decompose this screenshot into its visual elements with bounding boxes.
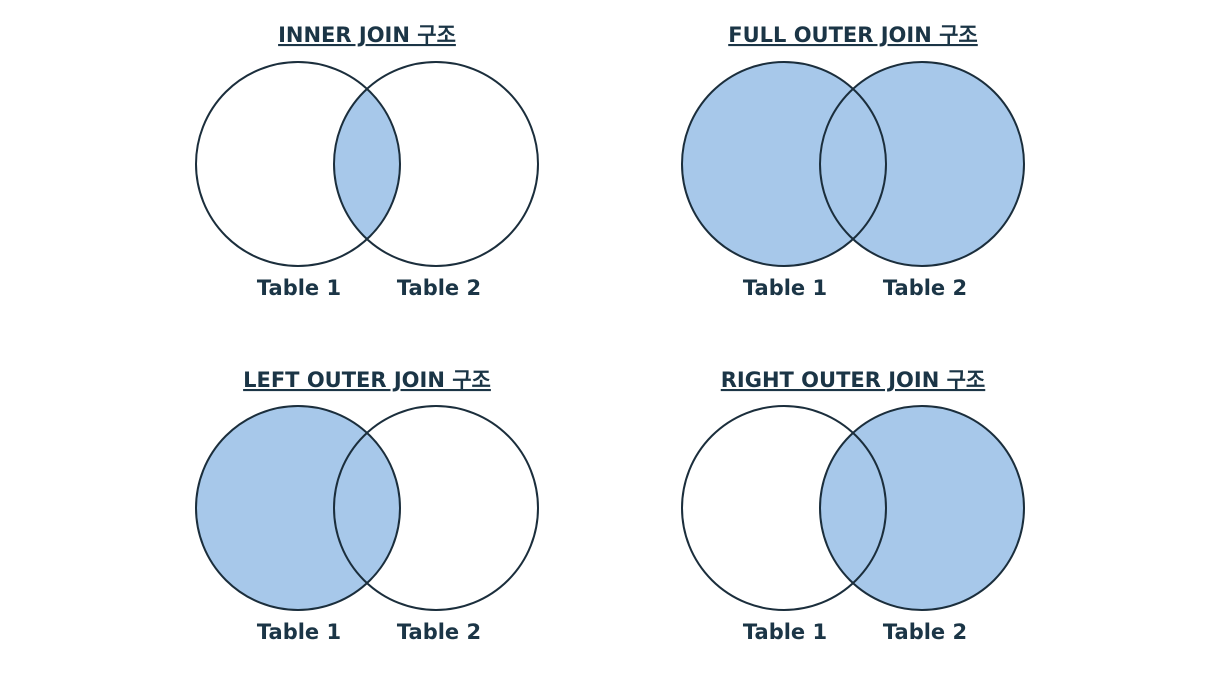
panel-right-outer-join: RIGHT OUTER JOIN 구조 Table 1 Table 2 bbox=[681, 368, 1025, 644]
table-1-circle bbox=[195, 61, 401, 267]
table-2-fill bbox=[820, 62, 1024, 266]
table-2-circle bbox=[333, 405, 539, 611]
table-1-label: Table 1 bbox=[743, 276, 827, 300]
table-1-fill bbox=[196, 406, 400, 610]
table-1-label: Table 1 bbox=[257, 276, 341, 300]
panel-title: LEFT OUTER JOIN 구조 bbox=[243, 368, 491, 392]
panel-inner-join: INNER JOIN 구조 Table 1 Table 2 bbox=[195, 23, 539, 300]
panel-title: INNER JOIN 구조 bbox=[278, 23, 456, 47]
table-2-circle bbox=[819, 61, 1025, 267]
table-1-circle bbox=[681, 61, 887, 267]
table-2-fill bbox=[820, 406, 1024, 610]
table-2-circle bbox=[333, 61, 539, 267]
panel-left-outer-join: LEFT OUTER JOIN 구조 Table 1 Table 2 bbox=[195, 368, 539, 644]
panel-full-outer-join: FULL OUTER JOIN 구조 Table 1 Table 2 bbox=[681, 23, 1025, 300]
panel-title: FULL OUTER JOIN 구조 bbox=[728, 23, 978, 47]
table-1-circle bbox=[195, 405, 401, 611]
table-1-label: Table 1 bbox=[743, 620, 827, 644]
panel-title: RIGHT OUTER JOIN 구조 bbox=[721, 368, 986, 392]
intersection-fill bbox=[334, 62, 400, 266]
table-2-circle bbox=[819, 405, 1025, 611]
table-2-label: Table 2 bbox=[883, 620, 967, 644]
table-2-label: Table 2 bbox=[397, 276, 481, 300]
table-2-label: Table 2 bbox=[883, 276, 967, 300]
table-1-circle bbox=[681, 405, 887, 611]
table-1-label: Table 1 bbox=[257, 620, 341, 644]
table-2-label: Table 2 bbox=[397, 620, 481, 644]
